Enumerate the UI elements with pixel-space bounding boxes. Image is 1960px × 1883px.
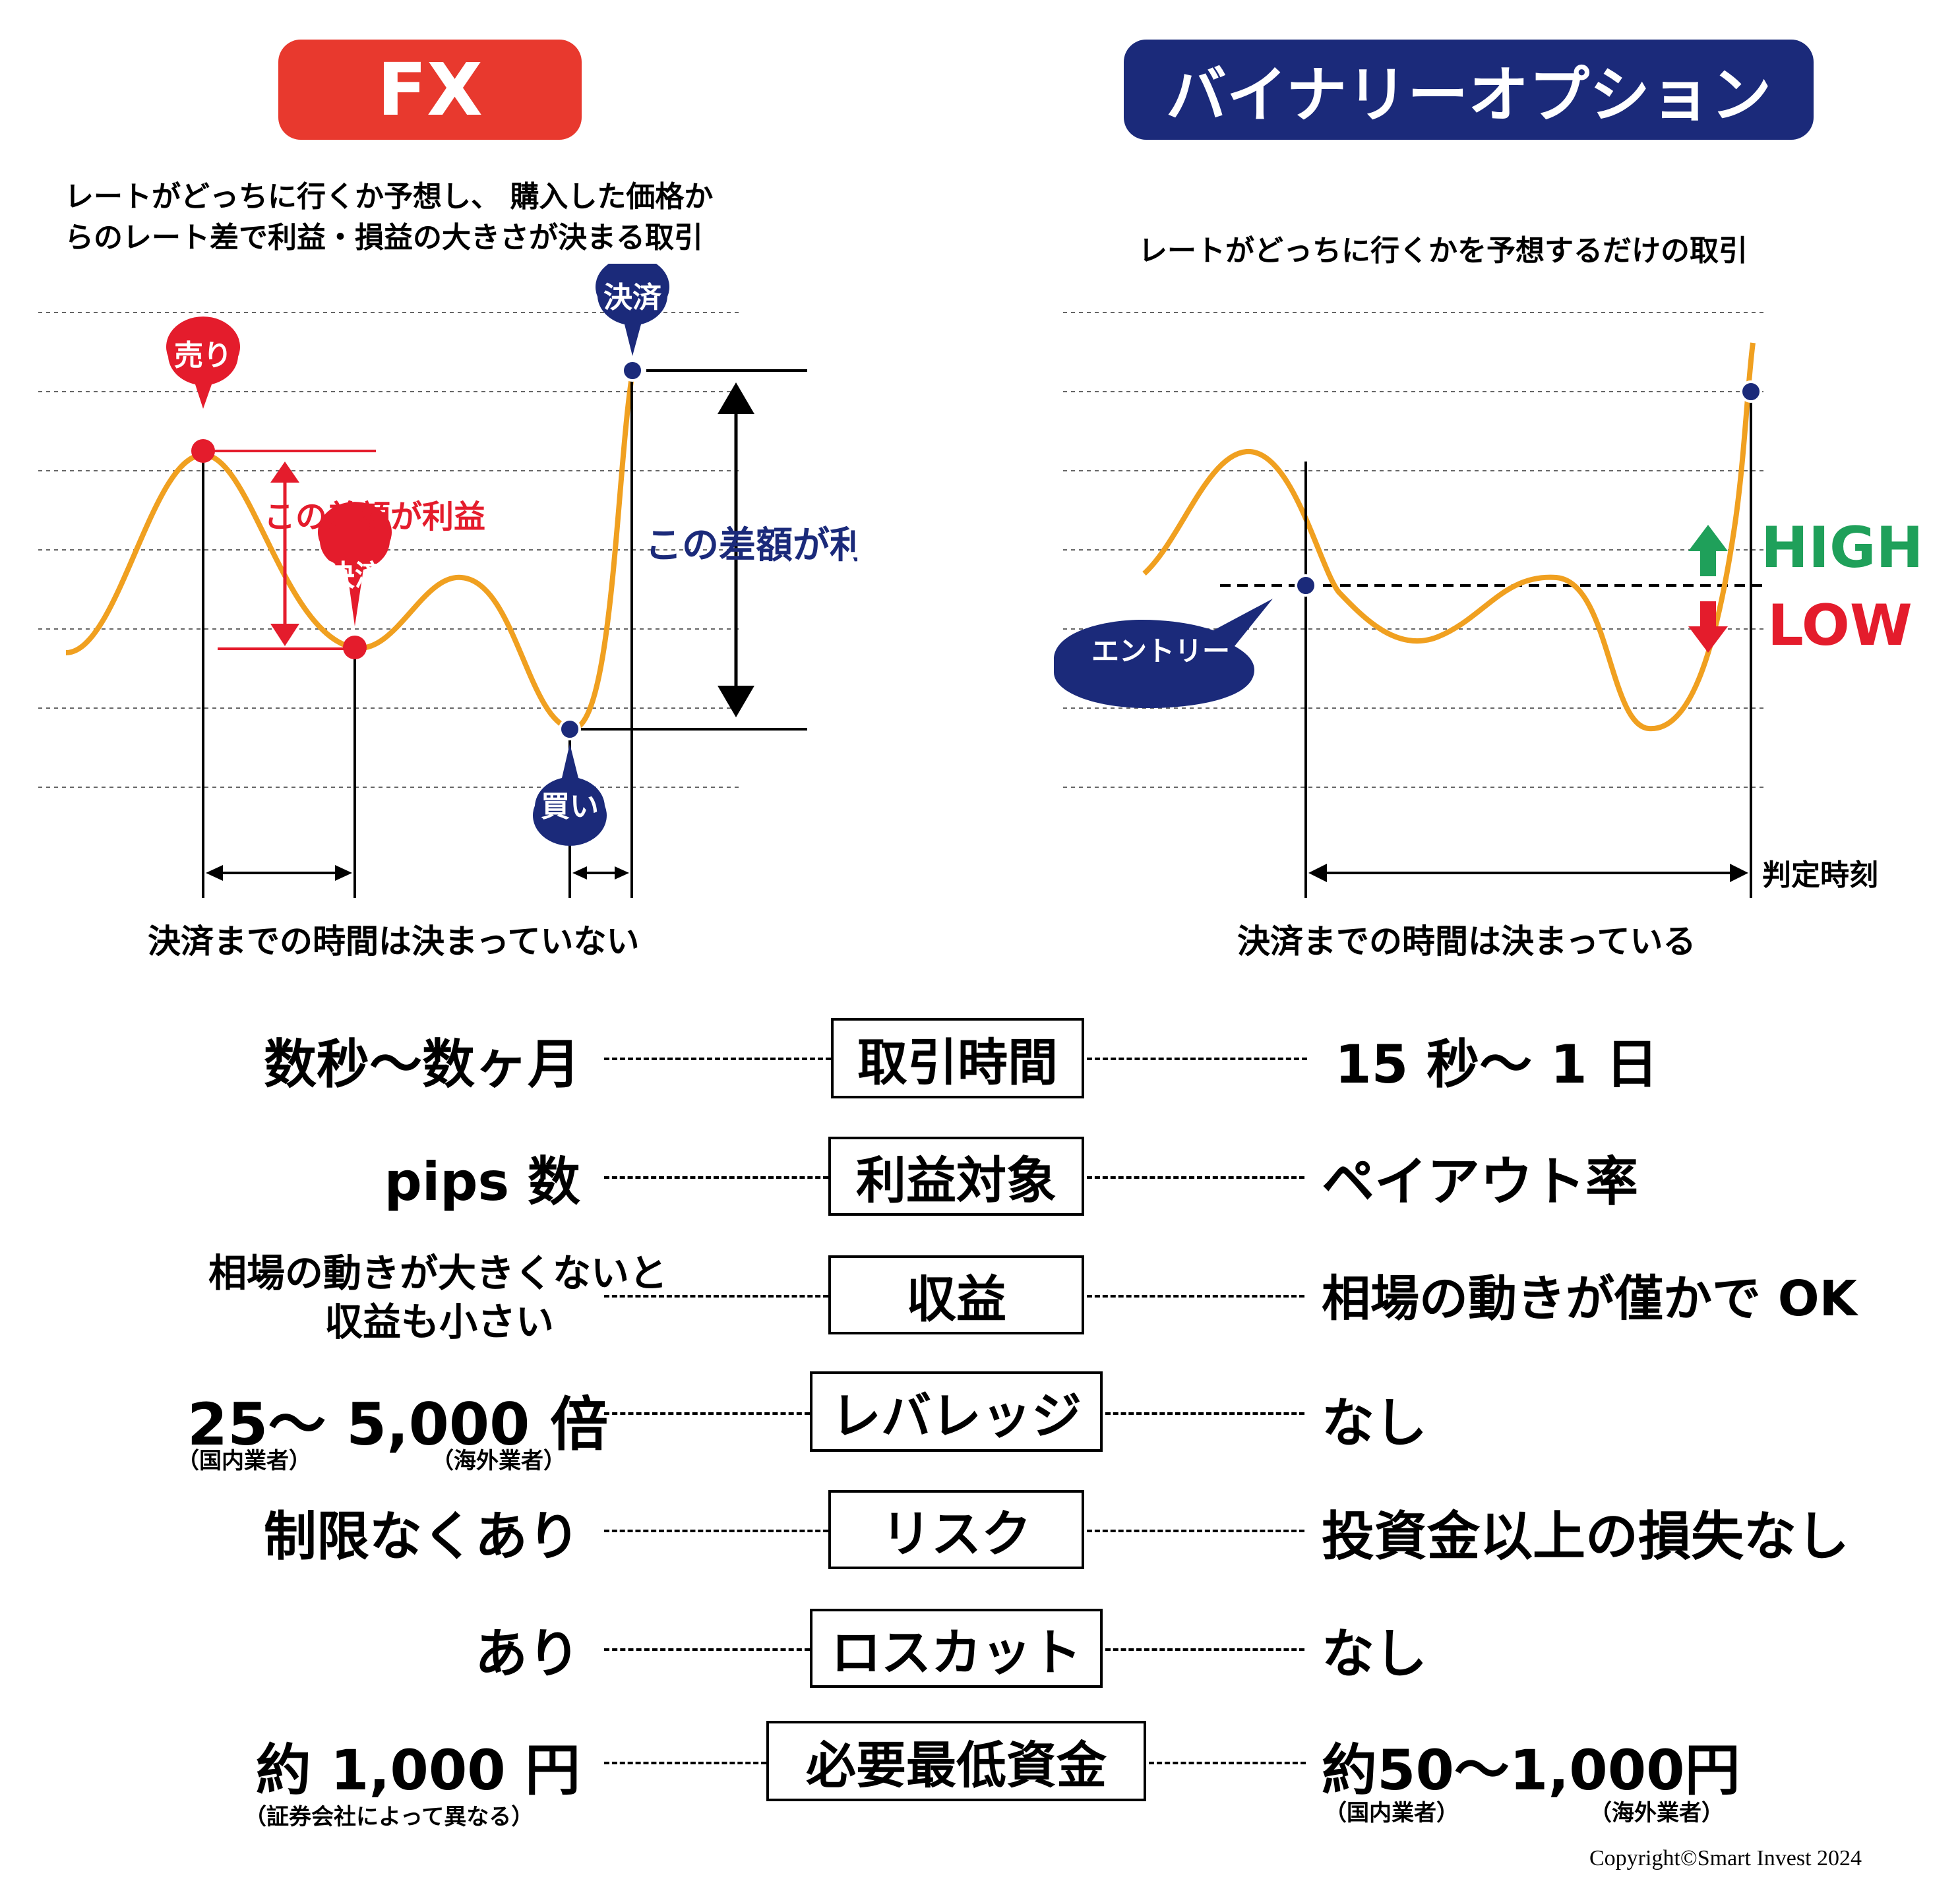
fx-short-profit-arrow: [270, 462, 299, 646]
judge-point: [1740, 380, 1762, 403]
binary-option-header: バイナリーオプション: [1124, 40, 1814, 140]
row-connector: [604, 1648, 810, 1651]
bo-min-capital-domestic-note: （国内業者）: [1324, 1800, 1459, 1826]
fx-trade-time: 数秒～数ヶ月: [264, 1034, 580, 1095]
row-connector: [1087, 1058, 1307, 1060]
fx-long-profit-label: この差額が利益: [645, 524, 857, 567]
fx-rate-curve: [65, 367, 636, 732]
high-label: HIGH: [1761, 515, 1924, 581]
fx-reference-lines: [203, 369, 807, 731]
entry-marker: エントリー: [1054, 574, 1317, 708]
row-label-loss-cut: ロスカット: [810, 1609, 1103, 1688]
copyright: Copyright©Smart Invest 2024: [1589, 1846, 1862, 1870]
row-label-trade-time: 取引時間: [831, 1018, 1084, 1098]
row-connector: [1087, 1530, 1304, 1532]
fx-revenue-line1: 相場の動きが大きくないと: [208, 1251, 667, 1296]
row-label-risk: リスク: [828, 1490, 1084, 1569]
fx-diagram: 売り 決済 決済 買い この差額が利益 この差額が利益: [38, 264, 857, 898]
bo-rate-curve: [1142, 342, 1756, 732]
row-label-profit-target: 利益対象: [828, 1137, 1084, 1216]
fx-leverage: 25～ 5,000 倍: [187, 1390, 608, 1458]
bo-risk: 投資金以上の損失なし: [1322, 1506, 1849, 1567]
fx-profit-target: pips 数: [384, 1151, 580, 1212]
fx-long-profit-arrow: [718, 382, 754, 717]
row-connector: [1087, 1176, 1304, 1179]
fx-description-line2: らのレート差で利益・損益の大きさが決まる取引: [65, 221, 703, 254]
bo-leverage: なし: [1322, 1392, 1427, 1454]
bo-min-capital-overseas-note: （海外業者）: [1589, 1800, 1724, 1826]
bo-min-capital: 約50～1,000円: [1322, 1738, 1740, 1803]
fx-settle-marker-navy: 決済: [596, 264, 669, 382]
row-connector: [604, 1762, 766, 1764]
fx-revenue-line2: 収益も小さい: [324, 1300, 554, 1344]
row-connector: [1105, 1412, 1304, 1415]
row-connector: [1105, 1648, 1304, 1651]
row-connector: [604, 1058, 831, 1060]
fx-settle-marker-red: 決済: [318, 502, 392, 659]
fx-time-note: 決済までの時間は決まっていない: [148, 922, 640, 961]
bo-time-note: 決済までの時間は決まっている: [1237, 922, 1696, 961]
fx-loss-cut: あり: [475, 1623, 580, 1685]
bo-revenue: 相場の動きが僅かで OK: [1322, 1270, 1858, 1327]
entry-label: エントリー: [1091, 635, 1230, 667]
sell-label: 売り: [174, 339, 232, 373]
fx-gridlines: [38, 312, 739, 788]
up-arrow-icon: [1688, 525, 1728, 576]
buy-label: 買い: [541, 790, 599, 823]
fx-header: FX: [278, 40, 582, 140]
fx-settle-label-navy: 決済: [603, 281, 662, 314]
row-connector: [604, 1176, 828, 1179]
row-connector: [604, 1412, 810, 1415]
fx-description-line1: レートがどっちに行くか予想し、 購入した価格か: [65, 180, 714, 214]
bo-gridlines: [1063, 312, 1767, 788]
binary-option-header-label: バイナリーオプション: [1165, 59, 1772, 131]
fx-short-profit-label: この差額が利益: [264, 498, 485, 535]
row-connector: [604, 1295, 828, 1298]
judge-time-label: 判定時刻: [1762, 858, 1878, 892]
bo-description: レートがどっちに行くかを予想するだけの取引: [1138, 234, 1748, 268]
binary-option-diagram: エントリー HIGH LOW 判定時刻: [1054, 312, 1924, 898]
fx-risk: 制限なくあり: [264, 1506, 580, 1567]
row-connector: [1087, 1295, 1304, 1298]
sell-marker: 売り: [166, 316, 240, 463]
row-connector: [604, 1530, 828, 1532]
fx-min-capital-note: （証券会社によって異なる）: [244, 1804, 534, 1830]
fx-settle-label-red: 決済: [326, 559, 384, 593]
row-label-revenue: 収益: [828, 1255, 1084, 1334]
buy-marker: 買い: [532, 718, 607, 846]
row-connector: [1149, 1762, 1306, 1764]
low-label: LOW: [1767, 593, 1913, 659]
fx-header-label: FX: [377, 47, 483, 132]
fx-leverage-domestic-note: （国内業者）: [177, 1448, 311, 1474]
down-arrow-icon: [1688, 601, 1728, 653]
row-label-min-capital: 必要最低資金: [766, 1721, 1146, 1801]
bo-profit-target: ペイアウト率: [1322, 1151, 1638, 1212]
fx-leverage-overseas-note: （海外業者）: [431, 1448, 566, 1474]
fx-min-capital: 約 1,000 円: [255, 1738, 580, 1803]
bo-trade-time: 15 秒～ 1 日: [1335, 1034, 1659, 1095]
row-label-leverage: レバレッジ: [810, 1371, 1103, 1452]
bo-loss-cut: なし: [1322, 1623, 1427, 1685]
